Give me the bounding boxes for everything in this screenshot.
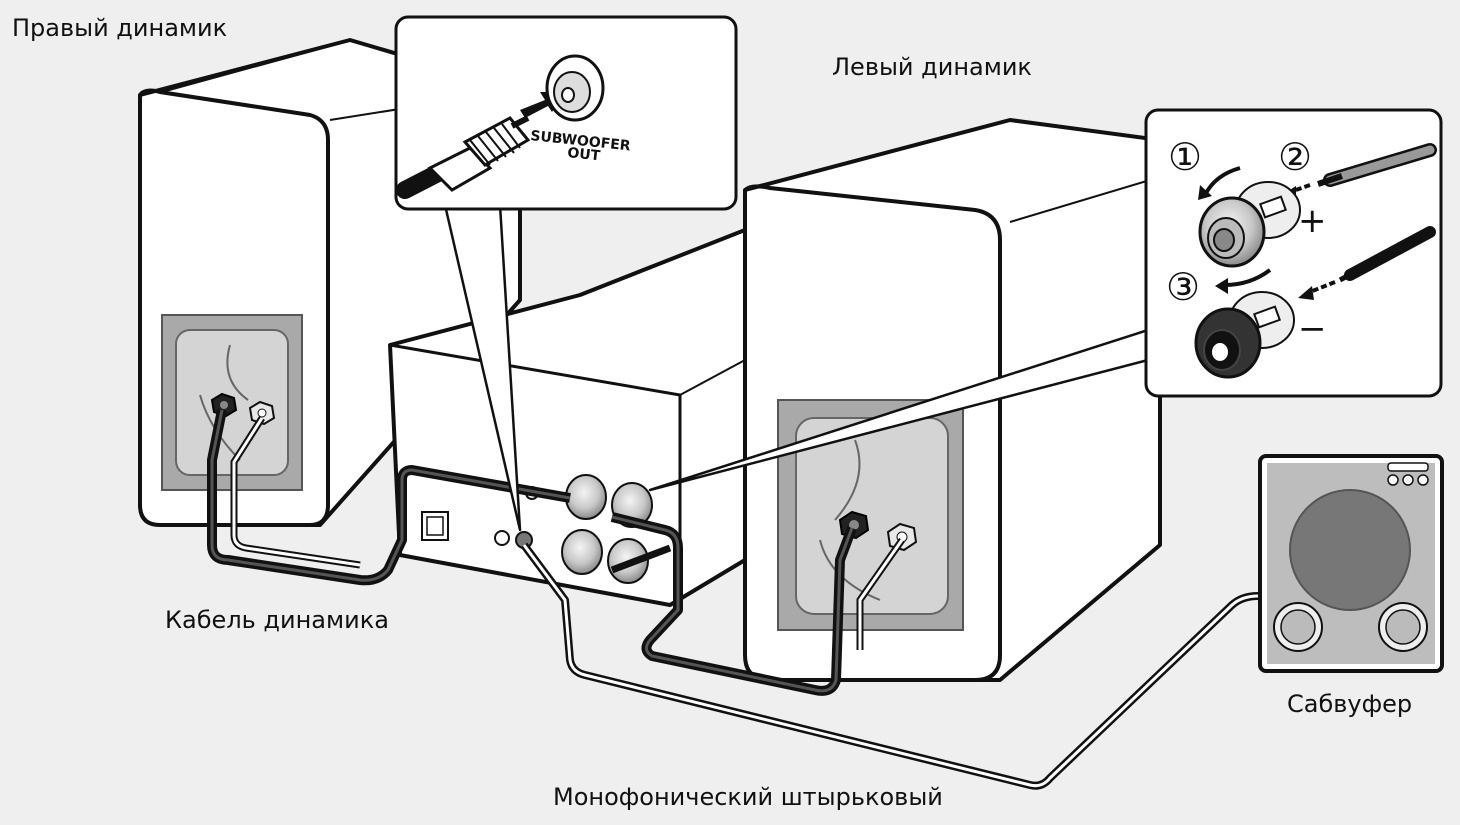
- left-speaker-label: Левый динамик: [832, 53, 1032, 81]
- subwoofer-label: Сабвуфер: [1287, 690, 1413, 718]
- optical-input-port: [421, 511, 449, 541]
- speaker-wire-minus: [1338, 226, 1436, 283]
- speaker-cable-label: Кабель динамика: [165, 606, 389, 634]
- speaker-cable-left: [610, 512, 905, 696]
- minus-sign: −: [1298, 309, 1327, 349]
- right-speaker-label: Правый динамик: [12, 14, 228, 42]
- inset-terminal-steps: ① ② ③ +: [1144, 108, 1443, 398]
- mono-pin-cable: [520, 542, 1262, 790]
- step-3-number: ③: [1166, 265, 1200, 309]
- speaker-wire-plus: [1317, 143, 1437, 187]
- callout-pointer-terminals: [648, 328, 1149, 492]
- left-speaker-terminal-white: [886, 522, 918, 552]
- step-2-number: ②: [1278, 135, 1312, 179]
- minus-terminal-knob: [1194, 291, 1295, 379]
- callout-pointer-subwoofer: [443, 204, 522, 532]
- rotate-arrow-3: [1224, 268, 1272, 287]
- insert-arrow-plus: [1289, 183, 1311, 194]
- right-speaker-terminal-white: [248, 400, 276, 426]
- jack-label-line2: OUT: [567, 145, 602, 164]
- plus-terminal-knob: [1198, 181, 1301, 268]
- rca-plug: [396, 115, 531, 199]
- subwoofer-woofer: [1289, 489, 1411, 611]
- plus-sign: +: [1298, 201, 1327, 241]
- insert-arrow-minus: [1309, 280, 1336, 294]
- subwoofer: [1258, 454, 1444, 673]
- aux-jack: [494, 530, 510, 546]
- step-1-number: ①: [1168, 135, 1202, 179]
- mono-pin-cable-label: Монофонический штырьковый: [553, 783, 943, 811]
- inset-subwoofer-out: SUBWOOFER OUT: [394, 15, 738, 211]
- subwoofer-out-socket: [545, 54, 605, 122]
- speaker-cable-right: [207, 409, 571, 586]
